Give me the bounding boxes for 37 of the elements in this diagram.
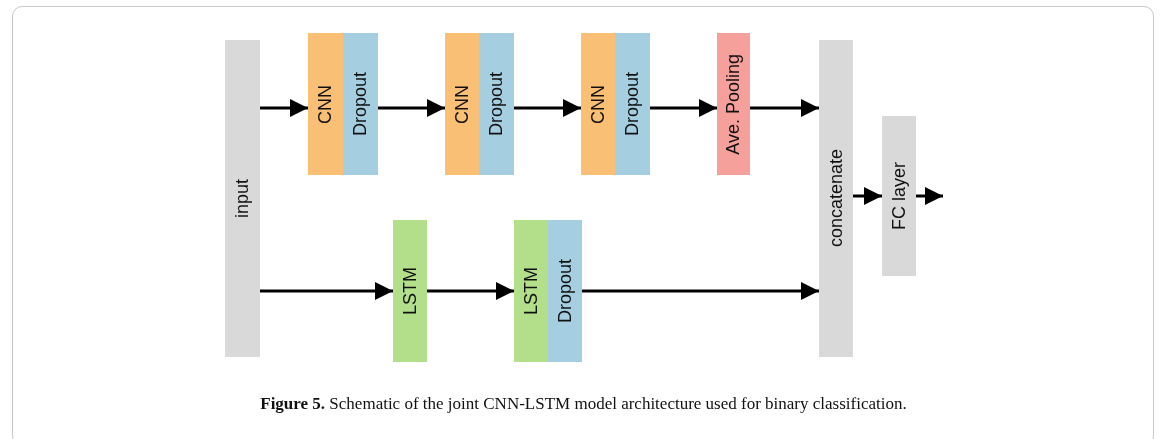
- layer-label: Ave. Pooling: [723, 53, 744, 155]
- arrow: [916, 187, 943, 205]
- arrow: [427, 282, 514, 300]
- arrow: [260, 282, 393, 300]
- dropout-layer-box: [615, 33, 650, 175]
- figure-caption: Figure 5. Schematic of the joint CNN-LSTM model architecture used for binary classification.: [259, 394, 908, 414]
- layer-label: concatenate: [825, 149, 847, 248]
- cnn-layer-box: [445, 33, 479, 175]
- arrow: [650, 99, 717, 117]
- layer-box: [819, 40, 853, 357]
- cnn-layer-box: [581, 33, 615, 175]
- pooling-layer-box: [717, 33, 750, 175]
- layer-label: CNN: [451, 84, 473, 124]
- layer-box: [225, 40, 260, 357]
- dropout-layer-box: [548, 220, 582, 362]
- lstm-layer-box: [514, 220, 548, 362]
- arrow: [582, 282, 819, 300]
- layer-label: Dropout: [554, 258, 576, 323]
- arrow: [853, 187, 882, 205]
- cnn-layer-box: [308, 33, 343, 175]
- layer-label: CNN: [587, 84, 609, 124]
- layer-label: Dropout: [350, 71, 371, 136]
- layer-label: FC layer: [888, 162, 910, 230]
- layer-label: CNN: [315, 84, 336, 124]
- dropout-layer-box: [343, 33, 378, 175]
- layer-box: [882, 116, 916, 276]
- lstm-layer-box: [393, 220, 427, 362]
- layer-label: Dropout: [486, 71, 507, 136]
- layer-label: input: [232, 178, 253, 218]
- arrow: [378, 99, 445, 117]
- layer-label: Dropout: [622, 71, 643, 136]
- layer-label: LSTM: [520, 267, 542, 315]
- arrow: [750, 99, 819, 117]
- arrow: [514, 99, 581, 117]
- arrow: [260, 99, 308, 117]
- dropout-layer-box: [479, 33, 514, 175]
- layer-label: LSTM: [399, 267, 421, 315]
